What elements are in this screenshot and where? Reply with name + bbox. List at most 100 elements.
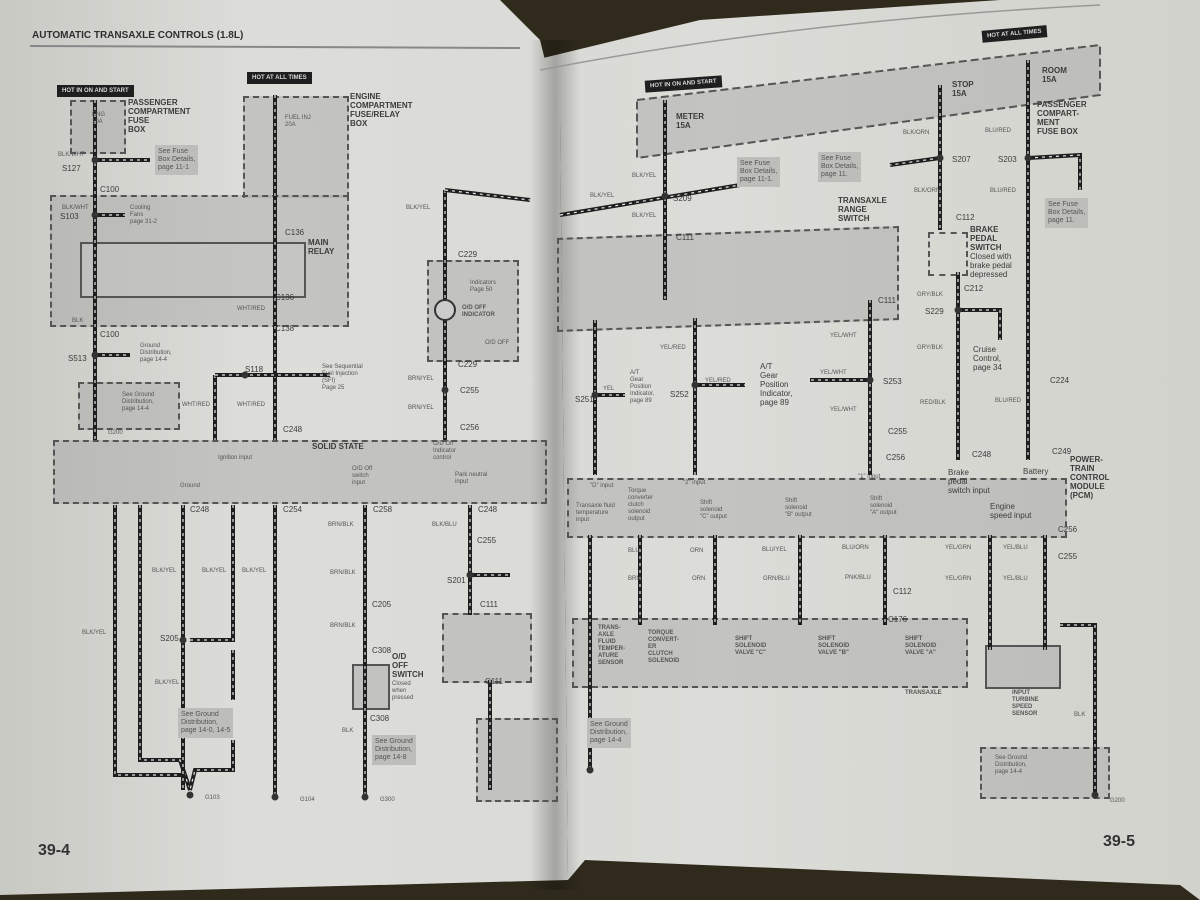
splice-s251: S251	[575, 395, 594, 404]
splice-dot	[936, 154, 944, 162]
connector-c308: C308	[370, 714, 390, 723]
splice-s203: S203	[998, 155, 1017, 164]
splice-dot	[591, 391, 599, 399]
connector-c255: C255	[1058, 552, 1078, 561]
wire-label: BLK/ORN	[903, 130, 930, 136]
wire-label: BLK/YEL	[202, 568, 227, 574]
wire-label: BLK	[1074, 712, 1086, 718]
wire-label: BLK/YEL	[242, 568, 267, 574]
wire-label: BRN/BLK	[330, 570, 356, 576]
splice-s205: S205	[160, 634, 179, 643]
transaxle-label: TRANSAXLE	[905, 690, 942, 696]
splice-s127: S127	[62, 164, 81, 173]
wire-label: WHT/RED	[237, 306, 265, 312]
splice-s252: S252	[670, 390, 689, 399]
tcc-output-label: Torque converter clutch solenoid output	[628, 488, 654, 522]
engine-fuse-relay-box-upper	[243, 96, 349, 198]
connector-c136: C136	[275, 293, 295, 302]
connector-c256: C256	[460, 423, 480, 432]
page-header: AUTOMATIC TRANSAXLE CONTROLS (1.8L)	[32, 30, 244, 41]
wire	[889, 157, 941, 166]
wire	[113, 505, 192, 791]
wire-label: BRN/YEL	[408, 405, 434, 411]
wire-label: YEL/GRN	[945, 576, 972, 582]
connector-c111: C111	[485, 677, 503, 686]
wire-label: BLU	[628, 548, 640, 554]
splice-dot	[91, 351, 99, 359]
wire-label: BRN	[628, 576, 641, 582]
wire-label: BRN/BLK	[328, 522, 354, 528]
od-off-switch-note: Closed when pressed	[392, 681, 414, 701]
splice-dot	[179, 636, 187, 644]
splice-dot	[271, 793, 279, 801]
connector-c138: C138	[275, 324, 295, 333]
eng-fuse-label: ENG 10A	[92, 112, 106, 125]
stop-fuse-label: STOP 15A	[952, 80, 974, 98]
gear-indicator-note: A/T Gear Position Indicator, page 89	[630, 370, 655, 404]
ground-label: Ground	[180, 483, 201, 489]
od-off-lamp-text: O/D OFF	[485, 340, 510, 346]
splice-dot	[241, 371, 249, 379]
fuel-inj-fuse-label: FUEL INJ 20A	[285, 115, 311, 128]
connector-c112: C112	[956, 213, 975, 222]
connector-c111: C111	[878, 296, 896, 305]
splice-dot	[1091, 791, 1099, 799]
right-ground-distribution-box	[980, 747, 1110, 799]
connector-c248: C248	[972, 450, 992, 459]
connector-c212: C212	[964, 284, 984, 293]
wire	[188, 740, 235, 791]
header-rule	[29, 45, 521, 49]
ssa-output-label: Shift solenoid "A" output	[870, 496, 897, 516]
connector-c256: C256	[886, 453, 906, 462]
see-fuse-box-note: See Fuse Box Details, page 11-1	[155, 145, 199, 175]
wire-label: BLU/RED	[995, 398, 1022, 404]
connector-c112: C112	[893, 587, 912, 596]
turbine-sensor-label: INPUT TURBINE SPEED SENSOR	[1012, 690, 1039, 717]
engine-speed-input-label: Engine speed input	[990, 502, 1032, 520]
splice-dot	[691, 381, 699, 389]
wire-label: BLK/YEL	[155, 680, 180, 686]
connector-c258: C258	[373, 505, 393, 514]
splice-s207: S207	[952, 155, 971, 164]
ground-distribution-note: See Ground Distribution, page 14-4	[995, 755, 1028, 775]
ground-g104: G104	[300, 797, 315, 803]
od-off-indicator-label: O/D OFF INDICATOR	[462, 305, 495, 318]
connector-c255: C255	[477, 536, 497, 545]
wire-label: BLK/YEL	[632, 213, 657, 219]
connector-c176: C176	[888, 615, 908, 624]
wire	[1027, 154, 1081, 190]
splice-s229: S229	[925, 307, 944, 316]
splice-s118: S118	[245, 365, 264, 374]
brake-switch-note: Closed with brake pedal depressed	[970, 252, 1012, 279]
meter-fuse-label: METER 15A	[676, 112, 704, 130]
od-switch-input-label: O/D Off switch input	[352, 466, 373, 486]
wire-label: WHT/RED	[237, 402, 265, 408]
ground-distribution-note: See Ground Distribution, page 14-8	[372, 735, 416, 765]
ssc-output-label: Shift solenoid "C" output	[700, 500, 727, 520]
passenger-fuse-box-label: PASSENGER COMPARTMENT FUSE BOX	[128, 98, 191, 134]
ground-distribution-note: See Ground Distribution, page 14-4	[122, 392, 155, 412]
right-fuse-box-band	[636, 43, 1101, 160]
wire-label: ORN	[690, 548, 704, 554]
transaxle-box	[572, 618, 968, 688]
wire-label: BLK/ORN	[914, 188, 941, 194]
wire	[1060, 623, 1097, 795]
wire-label: BLK	[72, 318, 84, 324]
wire	[1027, 152, 1082, 190]
shift-solenoid-c-label: SHIFT SOLENOID VALVE "C"	[735, 636, 767, 656]
ssb-output-label: Shift solenoid "B" output	[785, 498, 812, 518]
wire-label: BLK/YEL	[82, 630, 107, 636]
connector-c205: C205	[372, 600, 392, 609]
see-fuse-box-note: See Fuse Box Details, page 11.	[818, 152, 862, 182]
wire	[1060, 624, 1096, 795]
connector-c248: C248	[190, 505, 210, 514]
connector-c248: C248	[283, 425, 303, 434]
fluid-temp-sensor-label: TRANS- AXLE FLUID TEMPER- ATURE SENSOR	[598, 625, 625, 666]
od-off-switch-box	[352, 664, 390, 710]
splice-dot	[661, 192, 669, 200]
connector-c308: C308	[372, 646, 392, 655]
sfi-note: See Sequential Fuel Injection (SFI) Page…	[322, 364, 363, 391]
splice-dot	[954, 306, 962, 314]
hot-at-all-times-tag: HOT AT ALL TIMES	[247, 72, 312, 84]
battery-label: Battery	[1023, 467, 1049, 476]
